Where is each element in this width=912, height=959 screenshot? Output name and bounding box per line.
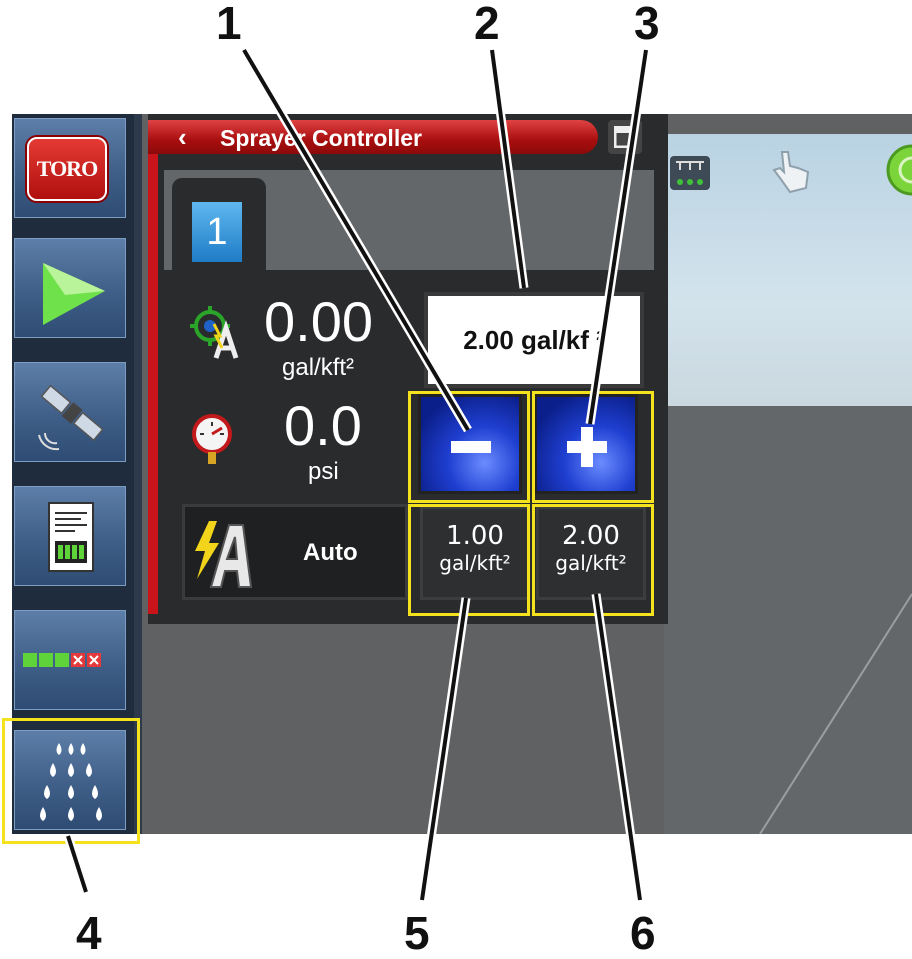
sidebar: TORO [12, 114, 142, 834]
application-rate-icon [190, 306, 239, 359]
pressure-gauge-icon [192, 414, 232, 464]
highlight-preset-1 [408, 504, 530, 616]
spray-drops-icon [40, 743, 102, 821]
preset-1-value: 1.00 [446, 521, 504, 551]
sidebar-item-reports[interactable] [14, 486, 126, 586]
callout-2: 2 [474, 0, 500, 49]
highlight-preset-2 [532, 504, 654, 616]
pressure-value: 0.0 [284, 394, 362, 457]
callout-6: 6 [630, 907, 656, 959]
map-ground[interactable] [664, 406, 912, 834]
sidebar-item-sprayer[interactable] [14, 730, 126, 830]
window-toggle-button[interactable] [608, 120, 642, 154]
satellite-icon [38, 384, 104, 451]
highlight-sprayer [2, 718, 140, 844]
sections-icon [23, 653, 101, 667]
auto-mode-label: Auto [303, 539, 358, 566]
window-icon [614, 126, 636, 148]
toro-logo-text: TORO [36, 156, 98, 181]
callout-5: 5 [404, 907, 430, 959]
plus-icon [567, 427, 607, 467]
preset-2-unit: gal/kft² [555, 551, 627, 575]
highlight-decrease [408, 391, 530, 503]
toro-logo: TORO [27, 137, 107, 201]
rate-value: 0.00 [264, 290, 373, 353]
panel-title: Sprayer Controller [220, 125, 422, 151]
map-guidance-line [759, 593, 912, 834]
auto-mode-icon [195, 521, 253, 588]
play-icon [43, 263, 105, 325]
back-arrow-icon[interactable]: ‹ [178, 122, 187, 152]
callout-3: 3 [634, 0, 660, 49]
boom-nozzles-icon[interactable] [668, 150, 712, 194]
preset-1-unit: gal/kft² [439, 551, 511, 575]
pressure-unit: psi [308, 458, 339, 485]
target-rate-display[interactable]: 2.00 gal/kf ² [424, 292, 644, 388]
sidebar-item-guidance[interactable] [14, 238, 126, 338]
sidebar-item-toro[interactable]: TORO [14, 118, 126, 218]
tab-1-label: 1 [192, 202, 242, 262]
tab-1[interactable]: 1 [172, 178, 266, 278]
sidebar-divider [134, 114, 142, 834]
panel-accent-strip [148, 154, 158, 614]
zoom-target-icon[interactable] [884, 144, 912, 198]
preset-rate-2-button[interactable]: 2.00 gal/kft² [536, 506, 646, 600]
hand-pointer-icon[interactable] [764, 144, 820, 194]
callout-1: 1 [216, 0, 242, 49]
preset-2-value: 2.00 [562, 521, 620, 551]
target-rate-text: 2.00 gal/kf ² [463, 324, 605, 355]
sidebar-item-gps[interactable] [14, 362, 126, 462]
auto-mode-button[interactable]: Auto [182, 504, 408, 600]
report-icon [48, 502, 94, 572]
sidebar-item-boom-sections[interactable] [14, 610, 126, 710]
tab-bar: 1 [164, 170, 654, 278]
preset-rate-1-button[interactable]: 1.00 gal/kft² [420, 506, 530, 600]
highlight-increase [532, 391, 654, 503]
panel-header: ‹ Sprayer Controller [148, 120, 598, 154]
callout-4: 4 [76, 907, 102, 959]
rate-unit: gal/kft² [282, 354, 355, 381]
minus-icon [451, 441, 491, 453]
